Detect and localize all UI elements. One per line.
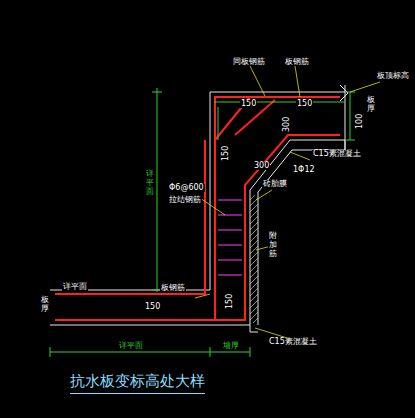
drawing-label: 附加筋 bbox=[268, 232, 278, 258]
drawing-label: 墙厚 bbox=[222, 342, 240, 350]
drawing-label: 150 bbox=[226, 293, 234, 310]
drawing-label: 150 bbox=[144, 303, 161, 311]
drawing-label: 同板钢筋 bbox=[232, 58, 266, 66]
drawing-title: 抗水板变标高处大样 bbox=[70, 372, 205, 394]
drawing-label: 1Φ12 bbox=[292, 166, 316, 174]
drawing-label: 300 bbox=[253, 162, 270, 170]
drawing-label: 拉结钢筋 bbox=[168, 196, 202, 204]
drawing-label: C15素混凝土 bbox=[268, 338, 318, 346]
drawing-label: 100 bbox=[356, 113, 364, 130]
drawing-label: 150 bbox=[296, 100, 313, 108]
drawing-label: 详平面 bbox=[145, 170, 155, 196]
drawing-label: 板顶标高 bbox=[376, 72, 410, 80]
drawing-label: 详平面 bbox=[118, 342, 144, 350]
drawing-label: 板钢筋 bbox=[160, 284, 186, 292]
drawing-label: 150 bbox=[240, 100, 257, 108]
drawing-label: 板钢筋 bbox=[284, 58, 310, 66]
drawing-label: Φ6@600 bbox=[168, 184, 205, 192]
drawing-label: C15素混凝土 bbox=[312, 150, 362, 158]
drawing-label: 150 bbox=[222, 145, 230, 162]
drawing-label: 板厚 bbox=[366, 96, 376, 114]
drawing-label: 300 bbox=[283, 116, 291, 133]
drawing-label: 板厚 bbox=[40, 296, 50, 314]
drawing-label: 详平面 bbox=[62, 283, 88, 291]
drawing-label: 砖胎膜 bbox=[262, 180, 288, 188]
